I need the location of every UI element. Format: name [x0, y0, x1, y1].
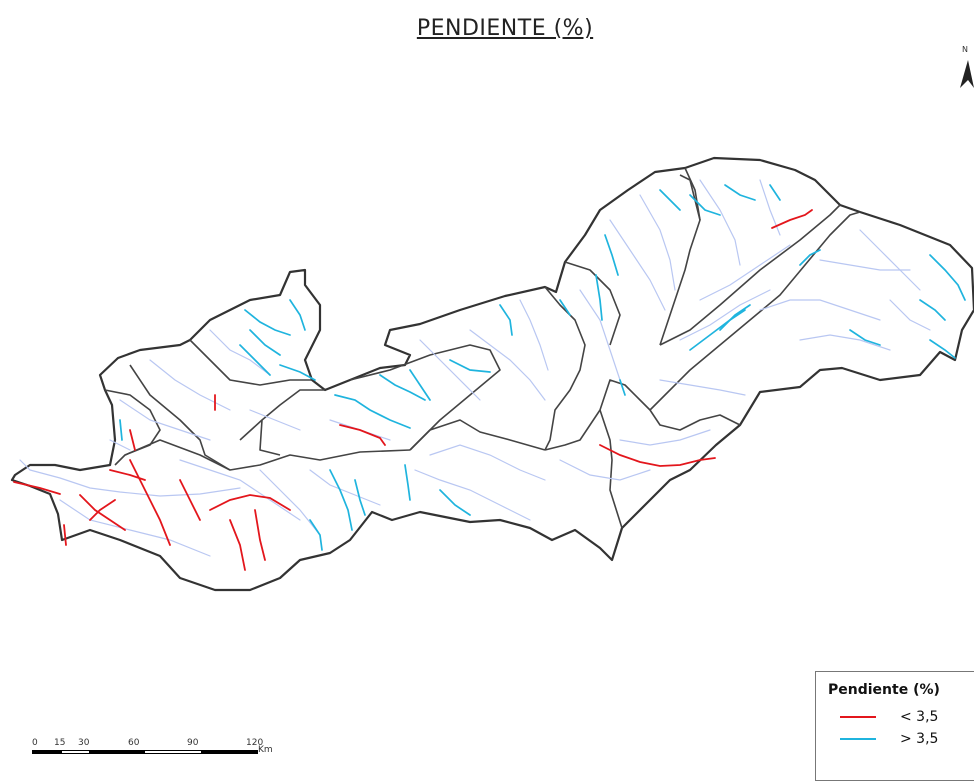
legend-label-low: < 3,5 — [900, 709, 939, 725]
scale-segment — [62, 751, 89, 753]
scale-tick: 60 — [128, 738, 140, 748]
scale-unit: Km — [258, 745, 273, 755]
scale-tick: 30 — [78, 738, 90, 748]
map-title: PENDIENTE (%) — [416, 16, 594, 41]
low-slope-streams — [13, 209, 813, 571]
legend-swatch-low — [840, 716, 876, 718]
scale-segment — [89, 751, 145, 753]
svg-text:N: N — [962, 45, 968, 54]
scale-segment — [33, 751, 63, 753]
scale-tick: 120 — [246, 738, 264, 748]
subbasin-boundaries — [104, 167, 861, 529]
legend-title: Pendiente (%) — [828, 682, 940, 698]
scale-segment — [145, 751, 201, 753]
scale-tick: 0 — [32, 738, 38, 748]
scale-segment — [201, 751, 257, 753]
legend-label-high: > 3,5 — [900, 731, 939, 747]
scale-tick-labels: 0 15 30 60 90 120 — [10, 738, 290, 750]
legend-item-low: < 3,5 — [828, 706, 972, 728]
scale-bar-graphic — [32, 750, 258, 754]
legend-swatch-high — [840, 738, 876, 740]
legend-item-high: > 3,5 — [828, 728, 972, 750]
scale-tick: 90 — [187, 738, 199, 748]
north-arrow-icon: N — [960, 45, 974, 88]
scale-tick: 15 — [54, 738, 66, 748]
watershed-map — [10, 156, 974, 592]
high-slope-streams — [119, 184, 966, 551]
basin-boundary — [10, 156, 974, 592]
scale-bar: 0 15 30 60 90 120 Km — [10, 738, 300, 768]
